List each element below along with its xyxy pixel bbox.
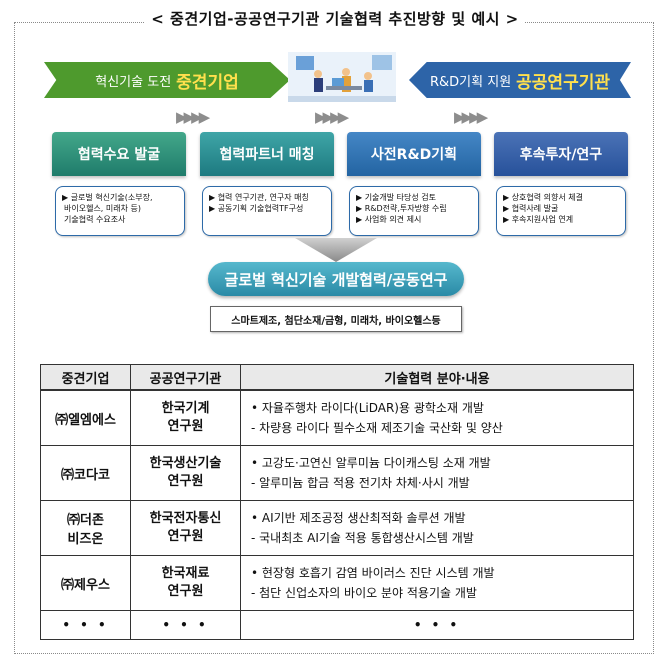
step-follow-up-investment: 후속투자/연구 bbox=[494, 132, 628, 176]
down-arrow-icon bbox=[295, 238, 377, 262]
chevron-right-icon: ▶▶▶▶ bbox=[315, 108, 349, 126]
chevron-right-icon: ▶▶▶▶ bbox=[176, 108, 210, 126]
collaboration-illustration bbox=[288, 52, 396, 102]
content-cell: • 고강도·고연신 알루미늄 다이캐스팅 소재 개발 - 알루미늄 합금 적용 … bbox=[240, 445, 634, 501]
company-cell: ㈜엘엠에스 bbox=[40, 389, 131, 446]
step-demand-discovery: 협력수요 발굴 bbox=[52, 132, 186, 176]
ellipsis-cell: • • • bbox=[40, 610, 131, 640]
company-cell: ㈜제우스 bbox=[40, 555, 131, 611]
step-partner-matching: 협력파트너 매칭 bbox=[200, 132, 334, 176]
step-detail-box: ▶ 기술개발 타당성 검토 ▶ R&D전략,투자방향 수립 ▶ 사업화 의견 제… bbox=[349, 186, 479, 236]
chevron-right-icon: ▶▶▶▶ bbox=[454, 108, 488, 126]
technology-fields-box: 스마트제조, 첨단소재/금형, 미래차, 바이오헬스등 bbox=[210, 306, 462, 332]
ellipsis-cell: • • • bbox=[240, 610, 634, 640]
table-header-row: 중견기업 공공연구기관 기술협력 분야·내용 bbox=[40, 364, 634, 391]
step-detail-box: ▶ 협력 연구기관, 연구자 매칭 ▶ 공동기획 기술협력TF구성 bbox=[202, 186, 332, 236]
col-header-company: 중견기업 bbox=[40, 364, 131, 391]
ellipsis-cell: • • • bbox=[130, 610, 241, 640]
table-row-ellipsis: • • • • • • • • • bbox=[40, 610, 634, 640]
content-cell: • AI기반 제조공정 생산최적화 솔루션 개발 - 국내최초 AI기술 적용 … bbox=[240, 500, 634, 556]
content-cell: • 자율주행차 라이다(LiDAR)용 광학소재 개발 - 차량용 라이다 필수… bbox=[240, 389, 634, 446]
content-cell: • 현장형 호흡기 감염 바이러스 진단 시스템 개발 - 첨단 신업소자의 바… bbox=[240, 555, 634, 611]
company-cell: ㈜코다코 bbox=[40, 445, 131, 501]
step-detail-box: ▶ 상호협력 의향서 체결 ▶ 협력사례 발굴 ▶ 후속지원사업 연계 bbox=[496, 186, 626, 236]
step-detail-box: ▶ 글로벌 혁신기술(소부장, 바이오헬스, 미래차 등) 기술협력 수요조사 bbox=[55, 186, 185, 236]
page-title: < 중견기업-공공연구기관 기술협력 추진방향 및 예시 > bbox=[0, 8, 670, 29]
global-collaboration-banner: 글로벌 혁신기술 개발협력/공동연구 bbox=[208, 262, 464, 296]
step-pre-rd-planning: 사전R&D기획 bbox=[347, 132, 481, 176]
col-header-content: 기술협력 분야·내용 bbox=[240, 364, 634, 391]
col-header-institute: 공공연구기관 bbox=[130, 364, 241, 391]
